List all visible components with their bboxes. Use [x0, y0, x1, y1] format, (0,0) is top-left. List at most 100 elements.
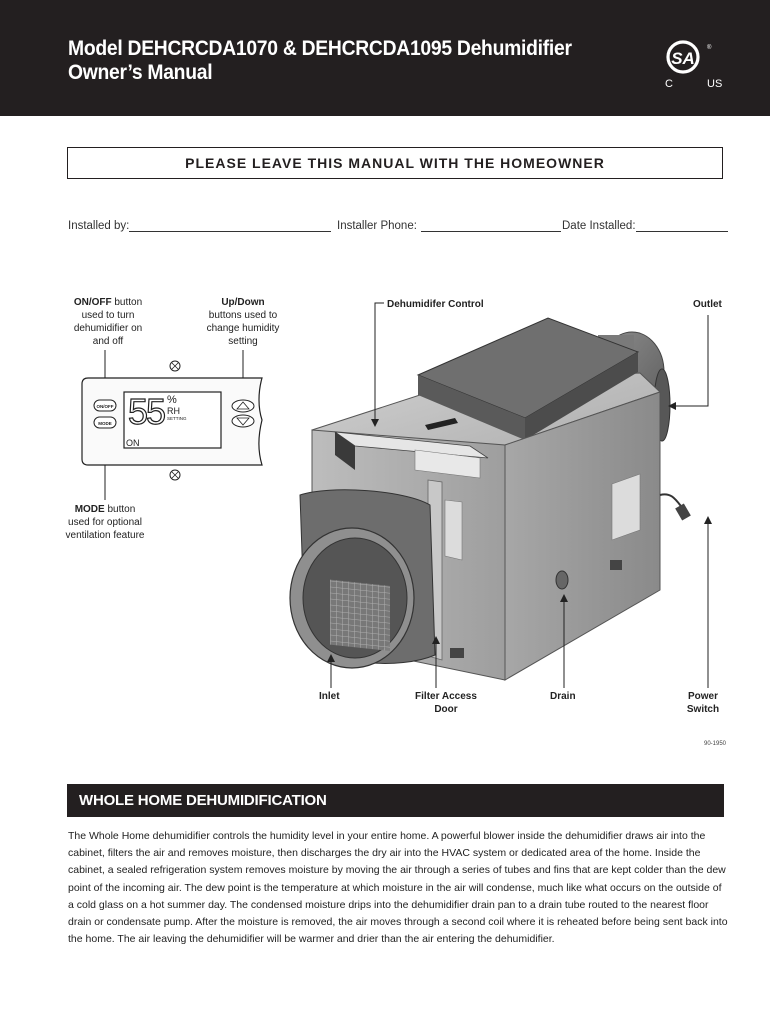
installed-by-label: Installed by: — [68, 220, 130, 232]
top-cover-plate — [416, 317, 640, 419]
mode-callout-line3: ventilation feature — [65, 530, 145, 541]
control-leader-line — [374, 302, 384, 423]
title-line-1: Model DEHCRCDA1070 & DEHCRCDA1095 Dehumi… — [68, 37, 572, 60]
mode-arrowhead — [101, 424, 109, 432]
updown-callout: Up/Down buttons used to change humidity … — [198, 296, 288, 348]
filter-arrowhead — [432, 636, 440, 644]
cabinet-foot-front — [450, 648, 464, 658]
updown-callout-line3: change humidity — [206, 323, 280, 334]
updown-arrowhead — [239, 394, 247, 402]
lcd-display — [123, 391, 222, 449]
unit-label-plate — [414, 449, 481, 479]
lcd-percent-unit: % — [167, 394, 177, 406]
section-body-text: The Whole Home dehumidifier controls the… — [68, 830, 728, 946]
filter-access-line2: Door — [434, 704, 458, 715]
cabinet-side — [504, 391, 661, 681]
outlet-duct — [599, 331, 665, 413]
inlet-duct-inner — [302, 537, 408, 659]
unit-control-panel-top — [333, 431, 489, 459]
onoff-button-label: ON/OFF — [97, 404, 114, 409]
installer-phone-field: Installer Phone: — [337, 219, 561, 232]
mode-callout-bold: MODE — [74, 504, 105, 515]
leave-manual-notice: PLEASE LEAVE THIS MANUAL WITH THE HOMEOW… — [67, 147, 723, 179]
filter-access-line1: Filter Access — [415, 691, 477, 702]
manual-title: Model DEHCRCDA1070 & DEHCRCDA1095 Dehumi… — [68, 37, 572, 85]
unit-control-display — [335, 432, 355, 470]
outlet-leader-line — [672, 315, 709, 407]
drain-fitting — [555, 570, 569, 590]
registered-mark: ® — [707, 44, 712, 51]
installed-by-field: Installed by: — [68, 219, 332, 232]
top-screw-icon — [169, 360, 181, 372]
csa-left-text: C — [665, 78, 673, 90]
onoff-callout-bold: ON/OFF — [73, 297, 112, 308]
cabinet-foot-side — [610, 560, 622, 570]
csa-mark-text: SA — [671, 49, 695, 68]
installer-phone-label: Installer Phone: — [337, 220, 417, 232]
cabinet-top — [311, 372, 661, 481]
outlet-duct-body — [598, 335, 634, 409]
inlet-filter-grille — [330, 579, 390, 651]
onoff-callout: ON/OFF button used to turn dehumidifier … — [58, 296, 158, 348]
section-heading-bar: WHOLE HOME DEHUMIDIFICATION — [67, 784, 724, 817]
power-cord — [659, 493, 685, 511]
filter-access-door — [427, 479, 443, 661]
onoff-callout-line4: and off — [92, 336, 124, 347]
power-switch-line1: Power — [687, 691, 718, 702]
up-button — [231, 399, 255, 413]
up-arrow-icon — [236, 401, 250, 410]
installed-by-line — [129, 219, 332, 232]
outlet-arrowhead — [668, 402, 676, 410]
figure-number: 90-1950 — [704, 741, 727, 747]
updown-callout-line2: buttons used to — [208, 310, 278, 321]
page-header: Model DEHCRCDA1070 & DEHCRCDA1095 Dehumi… — [0, 0, 770, 116]
updown-callout-bold: Up/Down — [221, 297, 265, 308]
mode-callout-line2: used for optional — [68, 517, 142, 528]
power-arrowhead — [704, 516, 712, 524]
front-warning-label — [444, 499, 463, 561]
onoff-arrowhead — [101, 395, 109, 403]
lcd-humidity-value: 55 — [128, 391, 165, 432]
outlet-collar — [653, 368, 671, 442]
top-cover-front — [525, 352, 638, 440]
control-arrowhead — [371, 419, 379, 427]
cabinet-front — [311, 429, 506, 681]
csa-right-text: US — [707, 78, 722, 90]
side-warning-label — [611, 473, 641, 541]
notice-text: PLEASE LEAVE THIS MANUAL WITH THE HOMEOW… — [185, 155, 605, 171]
power-plug — [675, 503, 691, 521]
inlet-label: Inlet — [319, 691, 340, 702]
mode-button-shape — [93, 416, 117, 429]
lcd-rh-label: RH — [167, 406, 180, 416]
date-installed-line — [635, 219, 728, 232]
mode-button-label: MODE — [98, 421, 112, 426]
date-installed-label: Date Installed: — [562, 220, 636, 232]
onoff-button-shape — [93, 399, 117, 412]
drain-arrowhead — [560, 594, 568, 602]
airflow-arrow-icon — [425, 418, 458, 430]
inlet-arrowhead — [327, 654, 335, 662]
filter-access-label: Filter Access Door — [406, 690, 486, 716]
lcd-on-indicator: ON — [126, 438, 140, 448]
outlet-label: Outlet — [693, 299, 722, 310]
title-line-2: Owner’s Manual — [68, 61, 213, 84]
control-panel-body — [81, 377, 263, 466]
drain-label: Drain — [550, 691, 576, 702]
power-switch-line2: Switch — [686, 704, 720, 715]
csa-certification-logo: SA ® C US — [665, 40, 722, 90]
dehumidifier-control-label: Dehumidifer Control — [387, 299, 484, 310]
top-cover-side — [418, 375, 525, 440]
inlet-housing — [299, 489, 436, 664]
mode-callout: MODE button used for optional ventilatio… — [50, 503, 160, 542]
onoff-callout-line2: used to turn — [81, 310, 135, 321]
section-title: WHOLE HOME DEHUMIDIFICATION — [79, 792, 327, 809]
onoff-callout-rest: button — [111, 297, 143, 308]
down-arrow-icon — [236, 417, 250, 426]
date-installed-field: Date Installed: — [562, 219, 728, 232]
updown-callout-line4: setting — [228, 336, 258, 347]
bottom-screw-icon — [169, 469, 181, 481]
down-button — [231, 414, 255, 428]
lcd-setting-label: SETTING — [167, 416, 187, 421]
onoff-callout-line3: dehumidifier on — [73, 323, 143, 334]
mode-callout-rest: button — [104, 504, 136, 515]
